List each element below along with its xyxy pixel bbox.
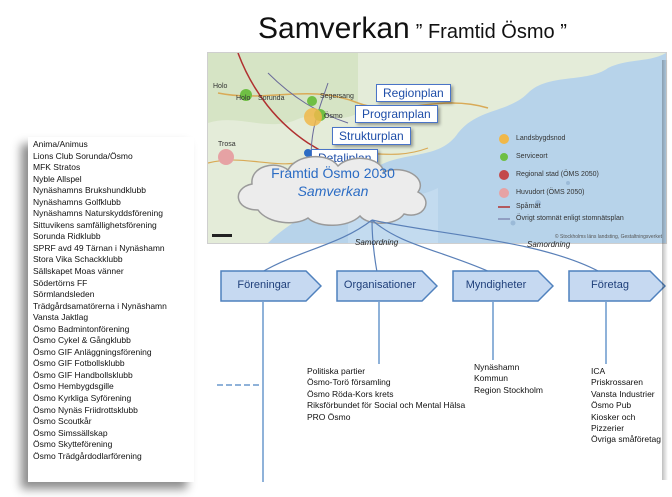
legend-line-icon bbox=[498, 206, 510, 208]
list-item: Nynäshamns Golfklubb bbox=[33, 196, 121, 207]
category-arrow-shape bbox=[568, 270, 666, 302]
foreningar-list: Anima/Animus Lions Club Sorunda/Ösmo MFK… bbox=[33, 139, 167, 462]
legend-label: Landsbygdsnod bbox=[516, 135, 566, 142]
list-item: Lions Club Sorunda/Ösmo bbox=[33, 150, 133, 161]
list-item: Ösmo Badmintonförening bbox=[33, 323, 130, 334]
legend-label: Spårnät bbox=[516, 203, 541, 210]
list-item: Sällskapet Moas vänner bbox=[33, 266, 124, 277]
page-title: Samverkan” Framtid Ösmo ” bbox=[258, 12, 567, 46]
legend-circle-icon bbox=[499, 134, 509, 144]
list-item: Ösmo Simssällskap bbox=[33, 427, 108, 438]
map-place-label: Segersang bbox=[320, 93, 354, 100]
foretag-list: ICA Priskrossaren Vansta Industrier Ösmo… bbox=[591, 366, 661, 446]
list-item: Stora Vika Schackklubb bbox=[33, 254, 123, 265]
list-item: Sorunda Ridklubb bbox=[33, 231, 101, 242]
category-arrow-shape bbox=[336, 270, 438, 302]
list-item: Vansta Industrier bbox=[591, 388, 655, 399]
map-place-label: Holo bbox=[213, 83, 228, 90]
list-item: Övriga småföretag bbox=[591, 434, 661, 445]
organisationer-list: Politiska partier Ösmo-Torö församling Ö… bbox=[307, 366, 465, 423]
list-item: Ösmo Pub bbox=[591, 400, 632, 411]
map-place-label: Sorunda bbox=[258, 95, 285, 102]
list-item: Södertörns FF bbox=[33, 277, 88, 288]
list-item: Ösmo Nynäs Friidrottsklubb bbox=[33, 404, 138, 415]
legend-circle-icon bbox=[499, 170, 509, 180]
category-foreningar: Föreningar bbox=[220, 270, 322, 302]
list-item: Vansta Jaktlag bbox=[33, 312, 89, 323]
map-place-label: Holo bbox=[236, 95, 251, 102]
list-item: Priskrossaren bbox=[591, 377, 643, 388]
plan-label-strukturplan: Strukturplan bbox=[332, 127, 411, 145]
category-label: Föreningar bbox=[237, 279, 291, 291]
category-myndigheter: Myndigheter bbox=[452, 270, 554, 302]
list-item: Ösmo GIF Anläggningsförening bbox=[33, 346, 152, 357]
cloud-subtitle: Samverkan bbox=[297, 183, 369, 199]
category-label: Företag bbox=[591, 279, 629, 291]
list-item: Pizzerier bbox=[591, 423, 625, 434]
category-label: Organisationer bbox=[343, 279, 417, 291]
legend-label: Huvudort (ÖMS 2050) bbox=[516, 189, 585, 196]
organisationer-line bbox=[378, 302, 380, 364]
title-sub: ” Framtid Ösmo ” bbox=[415, 21, 567, 43]
list-item: Politiska partier bbox=[307, 366, 366, 376]
list-item: Ösmo Kyrkliga Syförening bbox=[33, 393, 132, 404]
list-item: Ösmo Cykel & Gångklubb bbox=[33, 335, 131, 346]
legend-line-icon bbox=[498, 218, 510, 220]
list-item: ICA bbox=[591, 366, 606, 376]
list-item: Ösmo GIF Fotbollsklubb bbox=[33, 358, 125, 369]
plan-label-programplan: Programplan bbox=[355, 105, 438, 123]
map-scale-bar bbox=[212, 234, 232, 237]
map-place-label: Ösmo bbox=[324, 113, 343, 120]
list-item: Nynäshamns Naturskyddsförening bbox=[33, 208, 163, 219]
list-item: Nynäshamn bbox=[474, 362, 520, 372]
legend-circle-icon bbox=[500, 153, 508, 161]
list-item: Kiosker och bbox=[591, 411, 636, 422]
cloud-title: Framtid Ösmo 2030 bbox=[271, 165, 395, 181]
legend-circle-icon bbox=[499, 188, 509, 198]
list-item: Ösmo-Torö församling bbox=[307, 377, 391, 388]
list-item: Nyble Allspel bbox=[33, 173, 82, 184]
list-item: MFK Stratos bbox=[33, 162, 81, 173]
list-item: Kommun bbox=[474, 373, 509, 384]
list-item: Ösmo Trädgårdodlarförening bbox=[33, 450, 142, 461]
list-item: Sörmlandsleden bbox=[33, 289, 95, 300]
list-item: Ösmo Skytteförening bbox=[33, 439, 113, 450]
list-item: Riksförbundet för Social och Mental Häls… bbox=[307, 400, 466, 411]
list-item: Ösmo GIF Handbollsklubb bbox=[33, 369, 133, 380]
myndigheter-line bbox=[492, 302, 494, 360]
list-item: Nynäshamns Brukshundklubb bbox=[33, 185, 146, 196]
category-foretag: Företag bbox=[568, 270, 666, 302]
list-item: Anima/Animus bbox=[33, 139, 88, 149]
list-item: SPRF avd 49 Tärnan i Nynäshamn bbox=[33, 242, 165, 253]
myndigheter-list: Nynäshamn Kommun Region Stockholm bbox=[474, 362, 543, 396]
category-arrow-shape bbox=[452, 270, 554, 302]
plan-label-regionplan: Regionplan bbox=[376, 84, 451, 102]
legend-label: Regional stad (ÖMS 2050) bbox=[516, 171, 599, 178]
category-label: Myndigheter bbox=[465, 279, 527, 291]
cloud-shape bbox=[237, 155, 427, 226]
title-main: Samverkan bbox=[258, 12, 410, 45]
slide-edge-shadow bbox=[662, 60, 668, 480]
map-copyright: © Stockholms läns landsting, Gestaltning… bbox=[554, 234, 662, 240]
list-item: Region Stockholm bbox=[474, 384, 543, 395]
legend-label: Övrigt stomnät enligt stomnätsplan bbox=[516, 215, 624, 222]
list-item: PRO Ösmo bbox=[307, 411, 351, 422]
samordning-label: Samordning bbox=[355, 238, 399, 247]
foreningar-line bbox=[262, 302, 264, 482]
list-item: Trädgårdsamatörerna i Nynäshamn bbox=[33, 300, 167, 311]
legend-label: Serviceort bbox=[516, 153, 548, 160]
map-place-label: Trosa bbox=[218, 141, 236, 148]
samordning-label: Samordning bbox=[527, 240, 571, 249]
category-arrow-shape bbox=[220, 270, 322, 302]
category-organisationer: Organisationer bbox=[336, 270, 438, 302]
list-item: Ösmo Scoutkår bbox=[33, 416, 92, 427]
foretag-line bbox=[605, 302, 607, 364]
list-item: Sittuvikens samfällighetsförening bbox=[33, 219, 157, 230]
list-item: Ösmo Hembygdsgille bbox=[33, 381, 114, 392]
central-cloud: Framtid Ösmo 2030 Samverkan bbox=[228, 148, 438, 228]
foreningar-dashed-link bbox=[217, 384, 259, 386]
foreningar-list-box: Anima/Animus Lions Club Sorunda/Ösmo MFK… bbox=[28, 137, 194, 482]
list-item: Ösmo Röda-Kors krets bbox=[307, 388, 394, 399]
